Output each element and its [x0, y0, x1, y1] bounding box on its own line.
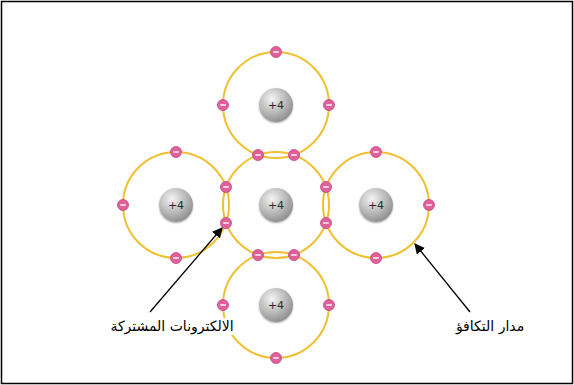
- electron-dot: [371, 253, 382, 264]
- electron: [271, 353, 282, 364]
- electron: [289, 250, 300, 261]
- minus-sign: [291, 154, 297, 155]
- electron: [371, 147, 382, 158]
- nucleus: +4: [259, 88, 293, 122]
- electron: [324, 300, 335, 311]
- minus-sign: [273, 51, 279, 52]
- charge-label: +4: [368, 200, 384, 211]
- minus-sign: [373, 151, 379, 152]
- charge-label: +4: [268, 100, 284, 111]
- electron-dot: [324, 300, 335, 311]
- electron-dot: [289, 250, 300, 261]
- minus-sign: [326, 304, 332, 305]
- electron: [253, 150, 264, 161]
- electron-dot: [218, 300, 229, 311]
- callout-label: مدار التكافؤ: [454, 318, 526, 335]
- minus-sign: [255, 154, 261, 155]
- minus-sign: [323, 222, 329, 223]
- electron-dot: [218, 100, 229, 111]
- electron: [118, 200, 129, 211]
- minus-sign: [223, 222, 229, 223]
- electron: [424, 200, 435, 211]
- electron-dot: [324, 100, 335, 111]
- minus-sign: [220, 104, 226, 105]
- electron-dot: [371, 147, 382, 158]
- electron: [171, 253, 182, 264]
- charge-label: +4: [268, 300, 284, 311]
- electron-dot: [424, 200, 435, 211]
- leader-arrow: [415, 244, 470, 312]
- electron: [371, 253, 382, 264]
- minus-sign: [273, 357, 279, 358]
- electron: [221, 218, 232, 229]
- valence-orbit: [123, 152, 229, 258]
- electron: [321, 218, 332, 229]
- electron-dot: [118, 200, 129, 211]
- electron-dot: [321, 182, 332, 193]
- electron: [321, 182, 332, 193]
- electron: [171, 147, 182, 158]
- valence-orbit: [223, 152, 329, 258]
- electron-dot: [171, 147, 182, 158]
- electron-dot: [171, 253, 182, 264]
- electron: [221, 182, 232, 193]
- minus-sign: [373, 257, 379, 258]
- electron-dot: [253, 150, 264, 161]
- electron-dot: [289, 150, 300, 161]
- electron-dot: [221, 218, 232, 229]
- charge-label: +4: [168, 200, 184, 211]
- electron-dot: [221, 182, 232, 193]
- charge-label: +4: [268, 200, 284, 211]
- nucleus: +4: [359, 188, 393, 222]
- leader-arrow: [150, 228, 222, 312]
- minus-sign: [223, 186, 229, 187]
- valence-orbit: [223, 252, 329, 358]
- minus-sign: [426, 204, 432, 205]
- electron-dot: [321, 218, 332, 229]
- valence-orbit: [323, 152, 429, 258]
- electron-dot: [271, 47, 282, 58]
- electron: [253, 250, 264, 261]
- minus-sign: [326, 104, 332, 105]
- electron-dot: [253, 250, 264, 261]
- callout-label: الالكترونات المشتركة: [108, 318, 235, 335]
- valence-orbit: [223, 52, 329, 158]
- electron: [271, 47, 282, 58]
- minus-sign: [173, 151, 179, 152]
- minus-sign: [291, 254, 297, 255]
- electron-dot: [271, 353, 282, 364]
- minus-sign: [220, 304, 226, 305]
- electron: [289, 150, 300, 161]
- electron: [218, 100, 229, 111]
- electron: [324, 100, 335, 111]
- electron: [218, 300, 229, 311]
- minus-sign: [255, 254, 261, 255]
- nucleus: +4: [259, 188, 293, 222]
- nucleus: +4: [259, 288, 293, 322]
- minus-sign: [323, 186, 329, 187]
- nucleus: +4: [159, 188, 193, 222]
- minus-sign: [120, 204, 126, 205]
- minus-sign: [173, 257, 179, 258]
